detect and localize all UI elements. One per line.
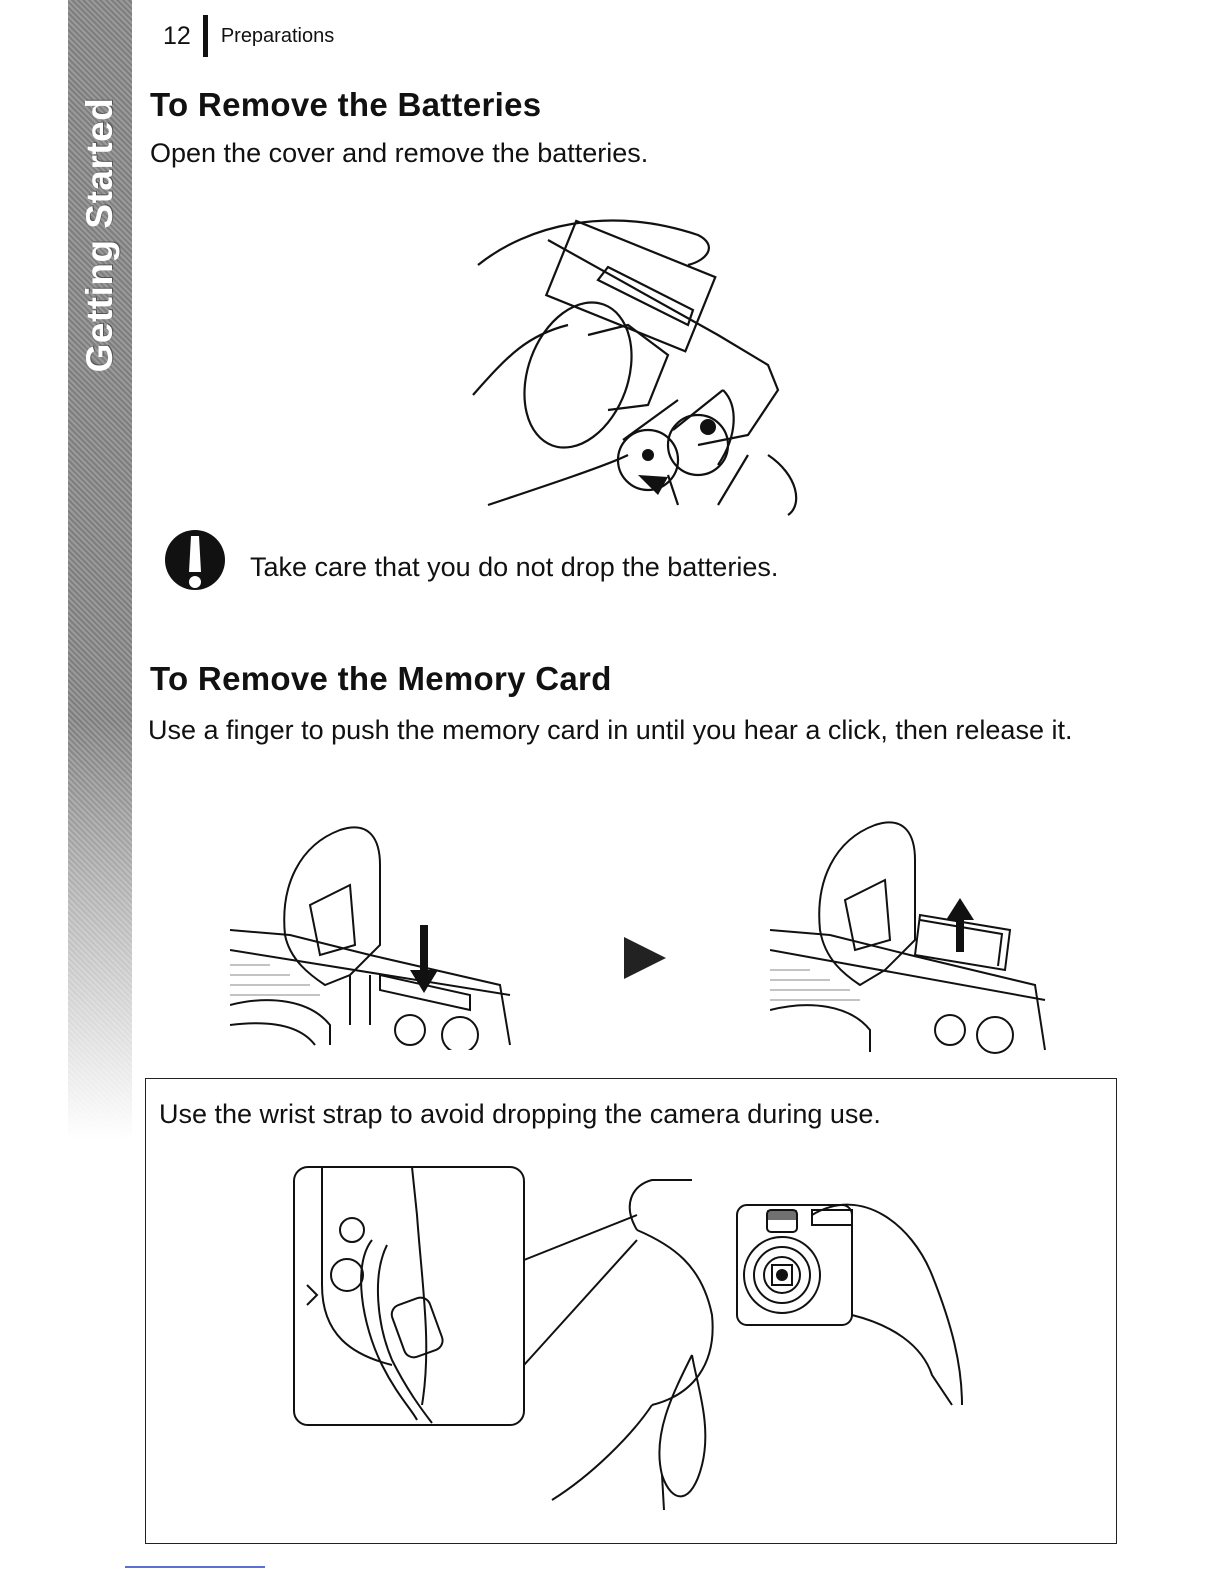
section-title: Preparations	[220, 24, 335, 47]
note-text: Use the wrist strap to avoid dropping th…	[159, 1099, 881, 1129]
caution-text: Take care that you do not drop the batte…	[250, 552, 779, 582]
side-tab-label: Getting Started	[79, 97, 120, 373]
caution-exclamation-icon	[165, 530, 225, 590]
side-tab	[68, 0, 132, 1140]
heading-remove-batteries: To Remove the Batteries	[150, 86, 542, 123]
page-number: 12	[163, 21, 191, 50]
page-header: 12 Preparations	[163, 15, 335, 57]
heading-remove-card: To Remove the Memory Card	[150, 660, 612, 697]
header-divider	[202, 15, 208, 57]
note-box	[145, 1078, 1117, 1544]
card-eject-illustration	[770, 821, 1046, 1054]
instruction-remove-card: Use a finger to push the memory card in …	[148, 715, 1073, 745]
footer-rule	[125, 1566, 265, 1568]
card-push-illustration	[230, 826, 511, 1050]
wrist-strap-illustration	[293, 1166, 963, 1511]
batteries-illustration	[472, 219, 798, 516]
play-arrow-icon	[624, 937, 666, 979]
instruction-remove-batteries: Open the cover and remove the batteries.	[150, 138, 649, 168]
